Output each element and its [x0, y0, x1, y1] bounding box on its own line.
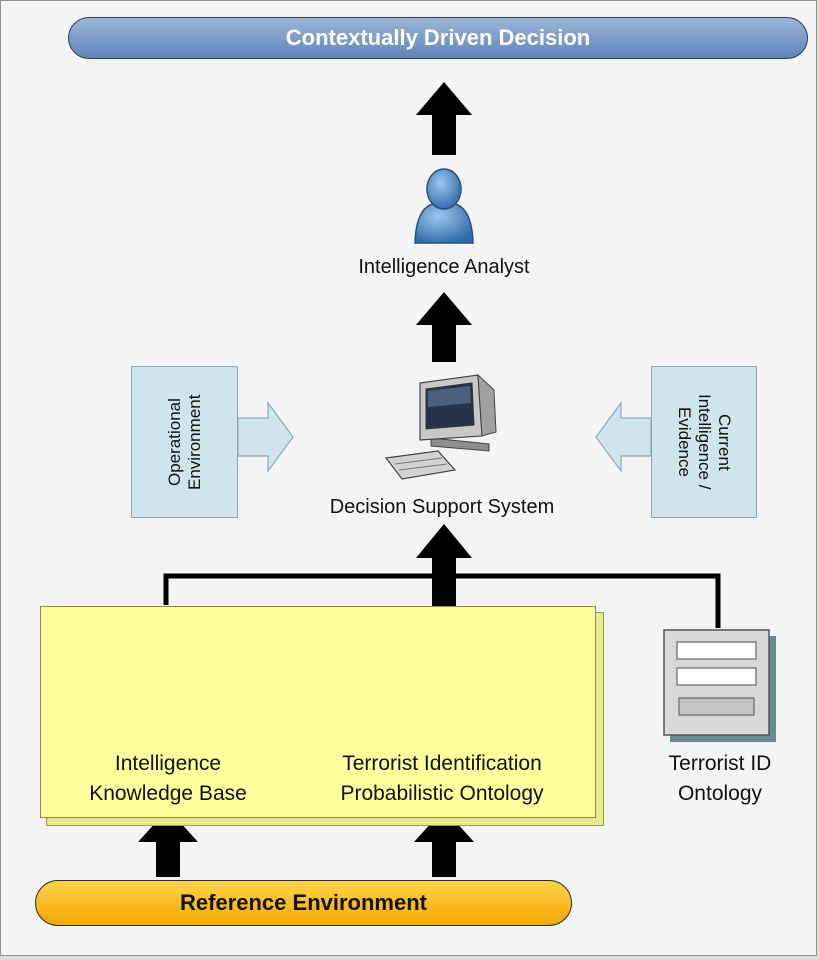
current-intelligence-label: Current Intelligence / Evidence [675, 394, 734, 490]
knowledge-base-label-line1: Intelligence [114, 752, 222, 775]
arrow-operational-to-dss [237, 401, 294, 473]
user-icon [414, 168, 474, 244]
intelligence-analyst-label: Intelligence Analyst [358, 256, 530, 278]
bottom-banner-label: Reference Environment [180, 890, 427, 915]
arrow-dss-to-analyst [416, 292, 472, 362]
probabilistic-ontology-label-line2: Probabilistic Ontology [340, 782, 544, 805]
reference-environment-banner: Reference Environment [35, 880, 572, 926]
combiner-bracket [163, 573, 721, 628]
arrow-intel-to-dss [595, 401, 652, 473]
arrow-reference-to-kb [138, 809, 198, 877]
arrow-analyst-to-decision [416, 82, 472, 155]
terrorist-id-ontology-label-line2: Ontology [677, 782, 763, 805]
knowledge-base-label: Intelligence Knowledge Base [58, 749, 278, 809]
operational-environment-box: Operational Environment [131, 366, 238, 518]
terrorist-id-ontology-label: Terrorist ID Ontology [640, 749, 800, 809]
arrow-reference-to-ontology [414, 809, 474, 877]
computer-icon [384, 373, 497, 480]
knowledge-sources-box [40, 606, 596, 818]
knowledge-base-label-line2: Knowledge Base [89, 782, 247, 805]
arrow-kb-to-dss [416, 524, 472, 606]
terrorist-id-ontology-label-line1: Terrorist ID [668, 752, 772, 775]
decision-support-system-label: Decision Support System [329, 496, 555, 518]
arrows [138, 82, 474, 877]
probabilistic-ontology-label: Terrorist Identification Probabilistic O… [300, 749, 584, 809]
current-intelligence-box: Current Intelligence / Evidence [651, 366, 757, 518]
form-icon [663, 629, 776, 742]
contextually-driven-decision-banner: Contextually Driven Decision [68, 17, 808, 59]
top-banner-label: Contextually Driven Decision [285, 25, 591, 50]
operational-environment-label: Operational Environment [164, 394, 204, 490]
probabilistic-ontology-label-line1: Terrorist Identification [342, 752, 542, 775]
